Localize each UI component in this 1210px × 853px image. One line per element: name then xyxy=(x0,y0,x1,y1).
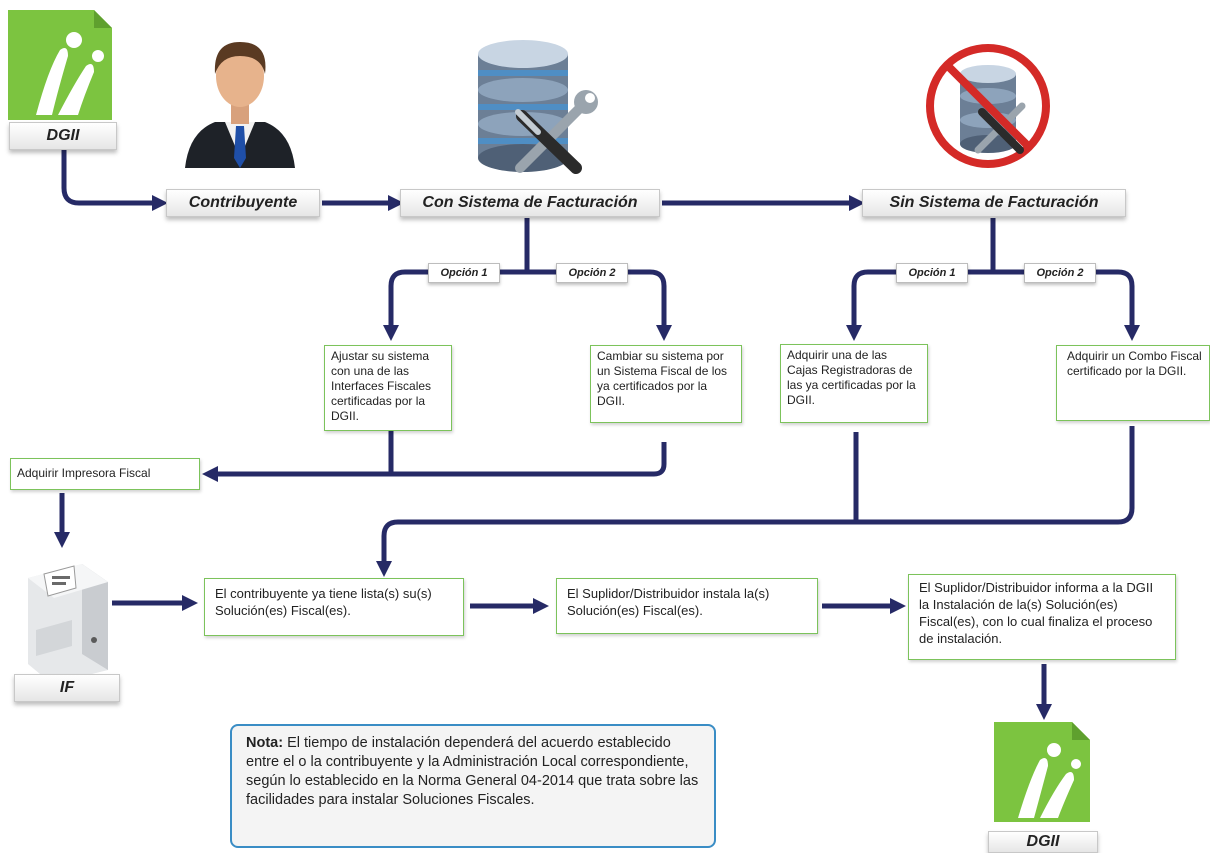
sin-opcion2-tag: Opción 2 xyxy=(1024,263,1096,283)
dgii-label-top: DGII xyxy=(9,122,117,150)
person-icon xyxy=(185,42,295,168)
sin-sistema-label: Sin Sistema de Facturación xyxy=(862,189,1126,217)
suplidor-instala-box: El Suplidor/Distribuidor instala la(s) S… xyxy=(556,578,818,634)
arrow-to-contribuyente-lista xyxy=(375,426,1135,578)
con-sistema-label: Con Sistema de Facturación xyxy=(400,189,660,217)
ajustar-sistema-box: Ajustar su sistema con una de las Interf… xyxy=(324,345,452,431)
sin-opcion1-tag: Opción 1 xyxy=(896,263,968,283)
fiscal-printer-icon xyxy=(28,564,108,684)
arrow-con-opcion2 xyxy=(527,269,673,342)
arrow-con-opcion1 xyxy=(382,269,527,342)
adquirir-caja-box: Adquirir una de las Cajas Registradoras … xyxy=(780,344,928,423)
note-text: El tiempo de instalación dependerá del a… xyxy=(246,735,699,808)
adquirir-impresora-box: Adquirir Impresora Fiscal xyxy=(10,458,200,490)
database-tools-icon xyxy=(478,40,598,174)
note-label: Nota: xyxy=(246,735,284,751)
dgii-logo-icon xyxy=(994,722,1090,822)
contribuyente-label: Contribuyente xyxy=(166,189,320,217)
cambiar-sistema-box: Cambiar su sistema por un Sistema Fiscal… xyxy=(590,345,742,423)
arrow-to-impresora xyxy=(201,442,667,483)
arrow-sin-opcion2 xyxy=(993,269,1141,342)
if-label: IF xyxy=(14,674,120,702)
con-opcion2-tag: Opción 2 xyxy=(556,263,628,283)
arrow-sin-opcion1 xyxy=(845,269,993,342)
dgii-logo-icon xyxy=(8,10,112,120)
database-no-icon xyxy=(926,44,1050,168)
con-opcion1-tag: Opción 1 xyxy=(428,263,500,283)
suplidor-informa-box: El Suplidor/Distribuidor informa a la DG… xyxy=(908,574,1176,660)
arrow-dgii-to-contribuyente xyxy=(61,148,169,212)
note-box: Nota: El tiempo de instalación dependerá… xyxy=(230,724,716,848)
dgii-label-bottom: DGII xyxy=(988,831,1098,853)
adquirir-combo-box: Adquirir un Combo Fiscal certificado por… xyxy=(1056,345,1210,421)
contribuyente-lista-box: El contribuyente ya tiene lista(s) su(s)… xyxy=(204,578,464,636)
